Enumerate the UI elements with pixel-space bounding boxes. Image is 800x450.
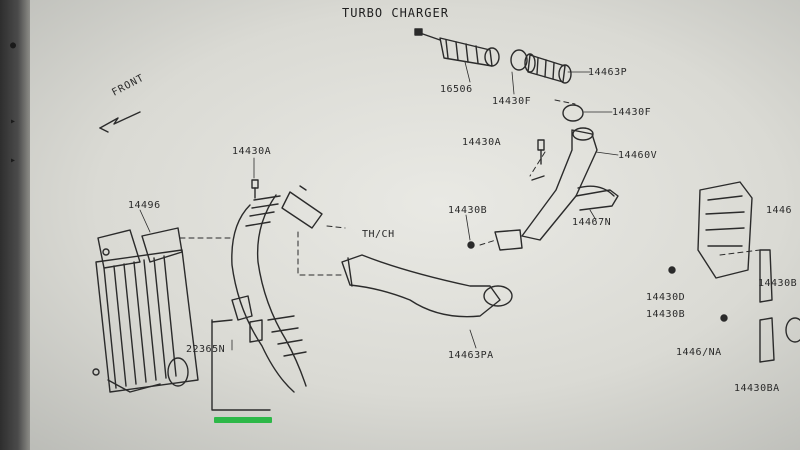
part-label-1446na: 1446/NA <box>676 347 722 358</box>
bolt-14430b <box>467 241 475 249</box>
part-label-14430d: 14430D <box>646 292 686 303</box>
hose-14467n <box>577 185 615 197</box>
bolt-14430a-left <box>251 179 259 199</box>
hose-14463p <box>524 53 572 84</box>
clamp-14430f-lower <box>562 104 584 122</box>
part-label-14496: 14496 <box>128 200 161 211</box>
part-label-16506: 16506 <box>440 84 473 95</box>
intercooler-14496 <box>92 227 199 393</box>
bolt-14430a-top <box>537 139 545 165</box>
front-arrow-shape <box>99 111 141 129</box>
part-label-14430a: 14430A <box>462 137 502 148</box>
part-label-14463p: 14463P <box>588 67 628 78</box>
part-label-14430ba: 14430BA <box>734 383 780 394</box>
clamp-14430f <box>510 49 528 71</box>
monitor-bezel: ● ▸ ▸ <box>0 0 30 450</box>
part-label-1446: 1446 <box>766 205 793 216</box>
part-label-14460v: 14460V <box>618 150 658 161</box>
pipe-14463pa <box>341 254 513 318</box>
clip <box>299 185 307 191</box>
part-label-14463pa: 14463PA <box>448 350 494 361</box>
part-label-14467n: 14467N <box>572 217 612 228</box>
bezel-arrow-icon: ▸ <box>10 155 17 166</box>
part-label-14430b-r2: 14430B <box>646 309 686 320</box>
part-label-14430b: 14430B <box>448 205 488 216</box>
bezel-button-icon: ● <box>10 40 17 51</box>
corrugated-hose <box>231 191 323 393</box>
tube-14460v <box>521 127 619 241</box>
fitting-14430b <box>494 229 523 251</box>
part-label-14430f: 14430F <box>492 96 532 107</box>
green-highlight-mark <box>214 417 272 423</box>
diagram-title: TURBO CHARGER <box>342 6 449 20</box>
part-label-14430b-right: 14430B <box>758 278 798 289</box>
part-label-thch: TH/CH <box>362 229 395 240</box>
part-label-14430f-lower: 14430F <box>612 107 652 118</box>
part-label-22365n: 22365N <box>186 344 226 355</box>
right-parts <box>668 181 800 363</box>
bezel-arrow-icon: ▸ <box>10 116 17 127</box>
sensor-22365n <box>211 295 271 411</box>
air-duct-16506 <box>414 28 500 67</box>
part-label-14430a-left: 14430A <box>232 146 272 157</box>
